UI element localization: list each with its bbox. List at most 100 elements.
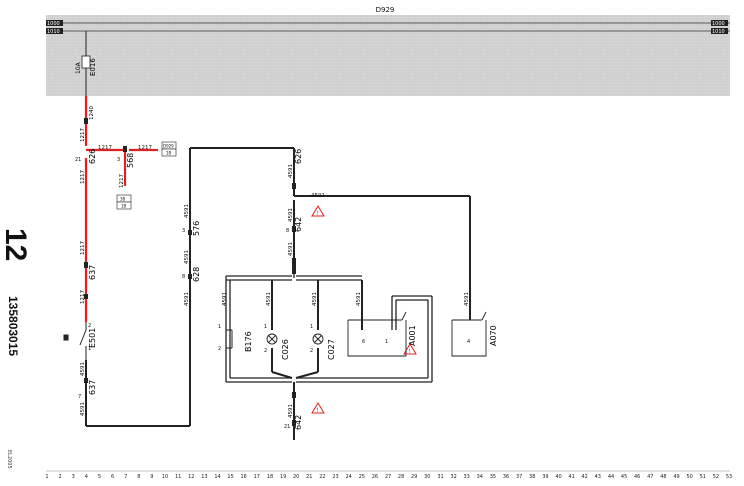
diagram-ref: EL2005: [6, 450, 12, 469]
svg-text:!: !: [317, 210, 319, 217]
grid-number: 20: [293, 474, 299, 480]
wire-label-4591-i: 4591: [288, 242, 294, 256]
grid-number: 9: [150, 474, 153, 480]
component-b176-symbol: [226, 329, 233, 349]
grid-number: 6: [111, 474, 114, 480]
pin-7-637: 7: [78, 394, 81, 400]
wire-label-1217-a: 1217: [80, 128, 86, 142]
pin-1-c027: 1: [310, 324, 313, 330]
control-unit-title: D929: [376, 6, 395, 14]
component-a001: A001: [408, 325, 417, 346]
grid-number: 28: [398, 474, 404, 480]
svg-text:1B: 1B: [121, 204, 127, 209]
pin-1-e501: 1: [88, 346, 91, 352]
grid-number: 17: [254, 474, 260, 480]
component-e501: E501: [88, 328, 97, 348]
wire-label-1217-g: 1217: [119, 174, 125, 188]
wire-label-4591-n: 4591: [464, 292, 470, 306]
grid-number: 18: [267, 474, 273, 480]
black-wire-loop: [85, 147, 295, 427]
grid-number: 46: [634, 474, 640, 480]
grid-number: 43: [595, 474, 601, 480]
diagram-code: 135803015: [6, 296, 20, 357]
grid-number: 38: [529, 474, 535, 480]
pin-1-c026: 1: [264, 324, 267, 330]
bus-label-right-top: 1000: [712, 21, 725, 27]
wire-label-4591-e: 4591: [184, 292, 190, 306]
pin-2-b176: 2: [218, 346, 221, 352]
switch-icon: [63, 322, 87, 360]
grid-number: 27: [385, 474, 391, 480]
grid-number: 33: [464, 474, 470, 480]
grid-number: 8: [137, 474, 140, 480]
pin-21-626: 21: [75, 157, 81, 163]
grid-number: 50: [687, 474, 693, 480]
component-637-bottom: 637: [88, 380, 97, 395]
svg-text:!: !: [317, 407, 319, 414]
pin-2-e501: 2: [88, 323, 91, 329]
svg-text:4: 4: [467, 339, 470, 345]
pin-2-c027: 2: [310, 348, 313, 354]
component-c026: C026: [281, 339, 290, 360]
warning-triangle-icon: !: [403, 343, 417, 355]
wire-label-4591-l: 4591: [312, 292, 318, 306]
pin-21-642: 21: [284, 424, 290, 430]
grid-number: 13: [201, 474, 207, 480]
warning-triangle-icon: !: [311, 402, 325, 414]
grid-number: 35: [490, 474, 496, 480]
fuse-rating: 10A: [75, 61, 82, 74]
grid-number: 22: [319, 474, 325, 480]
wire-label-1217-d: 1217: [80, 290, 86, 304]
grid-number: 34: [477, 474, 483, 480]
grid-number: 14: [214, 474, 220, 480]
grid-number: 42: [582, 474, 588, 480]
wire-label-1240: 1240: [89, 106, 95, 120]
svg-text:1B: 1B: [166, 151, 172, 156]
fuse-id: E016: [89, 58, 97, 76]
wire-label-4591-m: 4591: [356, 292, 362, 306]
grid-number: 36: [503, 474, 509, 480]
grid-number: 39: [542, 474, 548, 480]
component-c027: C027: [327, 339, 336, 360]
grid-number: 30: [424, 474, 430, 480]
grid-number: 32: [450, 474, 456, 480]
grid-number: 29: [411, 474, 417, 480]
component-626-center: 626: [294, 149, 303, 164]
grid-number: 23: [332, 474, 338, 480]
grid-number: 48: [660, 474, 666, 480]
wire-label-642-top: 642: [294, 217, 303, 232]
component-568: 568: [126, 153, 135, 168]
svg-text:6: 6: [362, 339, 365, 345]
grid-number: 15: [227, 474, 233, 480]
svg-text:3B: 3B: [120, 197, 126, 202]
grid-number: 10: [162, 474, 168, 480]
grid-number: 16: [241, 474, 247, 480]
component-a070-box: [451, 311, 487, 357]
warning-triangle-icon: !: [311, 205, 325, 217]
connector-box-d929: D929 1B: [161, 141, 177, 157]
grid-number: 19: [280, 474, 286, 480]
grid-number: 44: [608, 474, 614, 480]
wire-label-4591-b: 4591: [80, 402, 86, 416]
wire-label-1217-c: 1217: [80, 241, 86, 255]
pin-8-628: 8: [182, 274, 185, 280]
lamp-icon: [312, 333, 324, 345]
grid-number: 4: [85, 474, 88, 480]
grid-number: 12: [188, 474, 194, 480]
component-a001-box: [347, 311, 407, 357]
control-unit-panel: [46, 15, 730, 96]
wire-label-4591-k: 4591: [266, 292, 272, 306]
pin-3-568: 3: [117, 157, 120, 163]
svg-text:1: 1: [385, 339, 388, 345]
wire-label-4591-f: 4591: [288, 164, 294, 178]
wire-label-642-bottom: 642: [294, 415, 303, 430]
wire-label-1217-b: 1217: [80, 170, 86, 184]
wire-label-1217-e: 1217: [98, 145, 112, 151]
grid-number: 11: [175, 474, 181, 480]
wire-label-4591-o: 4591: [288, 404, 294, 418]
grid-number: 41: [568, 474, 574, 480]
component-637-top: 637: [88, 265, 97, 280]
svg-text:!: !: [409, 348, 411, 355]
